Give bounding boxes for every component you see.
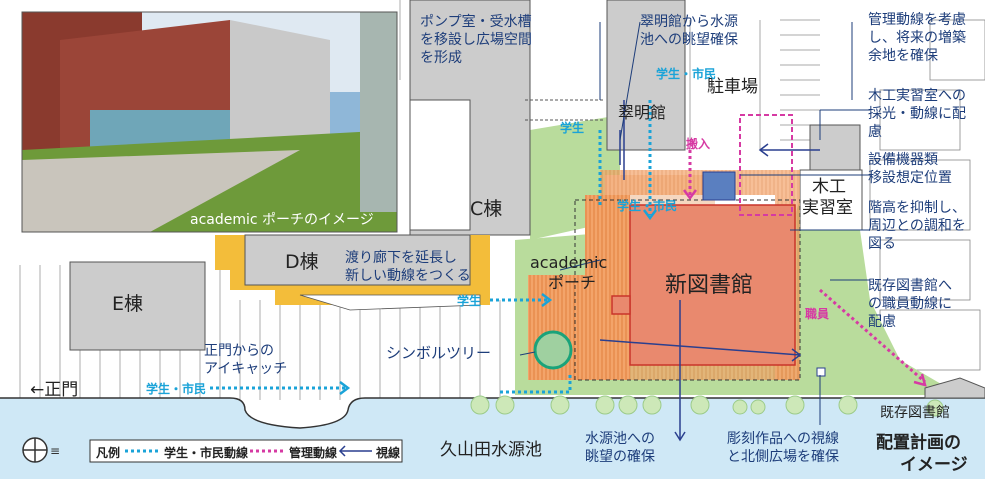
flow-label-student-citizen-top: 学生・市民 — [656, 66, 716, 81]
building-d — [244, 234, 471, 286]
legend-view: 視線 — [375, 445, 400, 460]
note-view-reservoir-top: 翠明館から水源 池への眺望確保 — [640, 13, 738, 48]
svg-text:し、将来の増築: し、将来の増築 — [868, 30, 966, 46]
future-extension-zone — [739, 114, 793, 216]
svg-text:≡: ≡ — [50, 444, 60, 458]
legend-student: 学生・市民動線 — [164, 445, 248, 460]
svg-text:既存図書館へ: 既存図書館へ — [868, 277, 952, 294]
label-symbol-tree: シンボルツリー — [386, 344, 491, 362]
view-lines — [599, 100, 820, 440]
svg-text:余地を確保: 余地を確保 — [868, 47, 938, 64]
label-mokko-2: 実習室 — [802, 198, 853, 218]
sculpture-marker — [816, 367, 826, 377]
note-mokko: 木工実習室への 採光・動線に配 慮 — [868, 87, 966, 140]
svg-text:配慮: 配慮 — [868, 314, 896, 330]
building-suimeikan — [606, 0, 686, 151]
label-main-gate: ←正門 — [30, 380, 78, 400]
note-management: 管理動線を考慮 し、将来の増築 余地を確保 — [868, 12, 966, 64]
label-building-c: C棟 — [470, 198, 502, 220]
flow-label-student-top: 学生 — [560, 120, 584, 135]
site-boundary — [574, 199, 801, 381]
svg-text:池への眺望確保: 池への眺望確保 — [640, 32, 738, 48]
legend: ≡ — [22, 437, 403, 463]
legend-title: 凡例 — [96, 445, 120, 460]
shore-line — [0, 397, 985, 429]
label-new-library: 新図書館 — [665, 273, 753, 298]
building-e — [69, 261, 206, 351]
management-arrowheads — [683, 189, 927, 387]
equipment-box — [702, 171, 736, 201]
svg-text:渡り廊下を延長し: 渡り廊下を延長し — [345, 249, 457, 266]
svg-text:木工実習室への: 木工実習室への — [868, 87, 966, 104]
plan-title-2: イメージ — [900, 455, 968, 475]
symbol-tree-circle — [533, 330, 573, 370]
svg-text:眺望の確保: 眺望の確保 — [585, 449, 655, 465]
label-porch-2: ポーチ — [548, 273, 596, 292]
symbol-tree-leader — [519, 351, 536, 356]
svg-text:新しい動線をつくる: 新しい動線をつくる — [345, 268, 471, 284]
svg-text:ポンプ室・受水槽: ポンプ室・受水槽 — [420, 13, 532, 30]
svg-text:設備機器類: 設備機器類 — [868, 152, 938, 168]
perspective-caption: academic ポーチのイメージ — [190, 212, 374, 228]
svg-text:採光・動線に配: 採光・動線に配 — [868, 106, 966, 122]
flow-label-delivery: 搬入 — [686, 136, 710, 151]
legend-management: 管理動線 — [289, 445, 337, 460]
label-building-d: D棟 — [285, 251, 319, 273]
note-equipment: 設備機器類 移設想定位置 — [868, 152, 952, 186]
note-pump: ポンプ室・受水槽 を移設し広場空間 を形成 — [420, 13, 532, 66]
svg-text:翠明館から水源: 翠明館から水源 — [640, 13, 738, 30]
svg-text:移設想定位置: 移設想定位置 — [868, 170, 952, 186]
svg-text:周辺との調和を: 周辺との調和を — [868, 218, 966, 234]
label-suimeikan: 翠明館 — [618, 103, 666, 122]
shore-trees — [470, 395, 944, 417]
svg-text:図る: 図る — [868, 236, 896, 252]
label-reservoir: 久山田水源池 — [440, 440, 542, 460]
svg-text:を移設し広場空間: を移設し広場空間 — [420, 32, 532, 48]
note-reservoir-view: 水源池への 眺望の確保 — [585, 431, 655, 465]
svg-text:水源池への: 水源池への — [585, 431, 655, 447]
svg-text:慮: 慮 — [868, 124, 882, 140]
perspective-image — [21, 11, 398, 233]
svg-text:彫刻作品への視線: 彫刻作品への視線 — [727, 431, 839, 447]
label-building-e: E棟 — [112, 293, 143, 315]
svg-text:正門からの: 正門からの — [204, 343, 274, 359]
svg-text:の職員動線に: の職員動線に — [868, 296, 952, 312]
svg-text:を形成: を形成 — [420, 50, 462, 66]
flow-label-staff: 職員 — [805, 306, 829, 321]
note-sculpture: 彫刻作品への視線 と北側広場を確保 — [727, 431, 839, 465]
view-arrowheads — [674, 143, 802, 442]
new-library — [629, 204, 796, 366]
student-arrowheads — [339, 209, 657, 395]
note-height: 階高を抑制し、 周辺との調和を 図る — [868, 199, 966, 252]
label-mokko-1: 木工 — [812, 177, 846, 197]
flow-label-student-citizen-mid: 学生・市民 — [617, 198, 677, 213]
svg-text:と北側広場を確保: と北側広場を確保 — [727, 449, 839, 465]
label-parking: 駐車場 — [707, 77, 758, 97]
plan-title-1: 配置計画の — [876, 432, 961, 453]
note-corridor: 渡り廊下を延長し 新しい動線をつくる — [345, 249, 471, 284]
flow-label-student-citizen-gate: 学生・市民 — [146, 381, 206, 396]
label-porch-1: academic — [530, 253, 607, 272]
management-flows — [688, 150, 926, 384]
note-eyecatch: 正門からの アイキャッチ — [204, 343, 287, 377]
label-existing-library: 既存図書館 — [880, 404, 950, 421]
svg-text:管理動線を考慮: 管理動線を考慮 — [868, 12, 966, 28]
leader-lines — [559, 21, 870, 425]
svg-text:階高を抑制し、: 階高を抑制し、 — [868, 199, 966, 216]
building-kizon — [924, 377, 985, 399]
note-existing-staff: 既存図書館へ の職員動線に 配慮 — [868, 277, 952, 330]
flow-label-student-corridor: 学生 — [457, 293, 481, 308]
boundary-dotted — [525, 99, 605, 121]
student-flows — [210, 100, 652, 394]
svg-text:アイキャッチ: アイキャッチ — [204, 361, 287, 377]
porch-entrance — [611, 295, 631, 315]
